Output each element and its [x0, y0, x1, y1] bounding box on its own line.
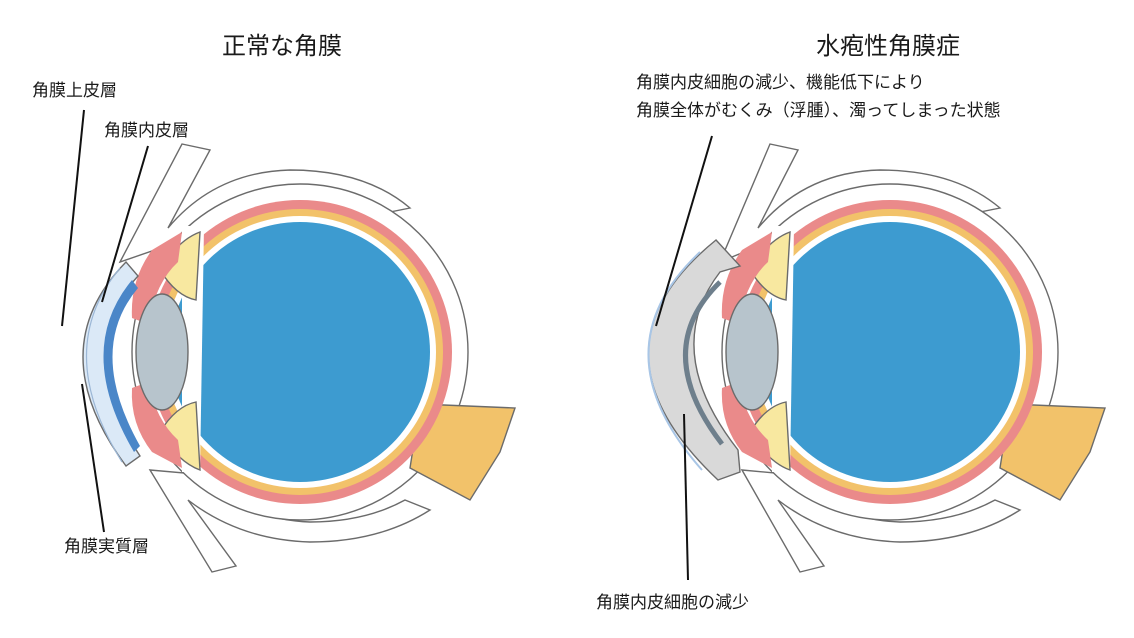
caption-line-2: 角膜全体がむくみ（浮腫）、濁ってしまった状態	[636, 101, 1001, 121]
crystalline-lens	[136, 294, 188, 410]
label-endothelial-cell-loss: 角膜内皮細胞の減少	[596, 593, 749, 613]
bullous-keratopathy-title: 水疱性角膜症	[816, 32, 960, 60]
caption-line-1: 角膜内皮細胞の減少、機能低下により	[636, 73, 925, 93]
label-corneal-stroma: 角膜実質層	[64, 537, 149, 557]
normal-eye-diagram: 正常な角膜 角膜上皮層 角膜内皮層 角膜実質層	[32, 32, 515, 572]
label-corneal-epithelium: 角膜上皮層	[32, 81, 117, 101]
label-corneal-endothelium: 角膜内皮層	[104, 121, 189, 141]
vitreous-body-right	[760, 222, 1020, 482]
normal-cornea-title: 正常な角膜	[222, 32, 342, 60]
epithelium-pointer-line	[62, 110, 84, 326]
crystalline-lens-right	[726, 294, 778, 410]
vitreous-body	[170, 222, 430, 482]
bullous-keratopathy-diagram: 水疱性角膜症 角膜内皮細胞の減少、機能低下により 角膜全体がむくみ（浮腫）、濁っ…	[596, 32, 1105, 613]
